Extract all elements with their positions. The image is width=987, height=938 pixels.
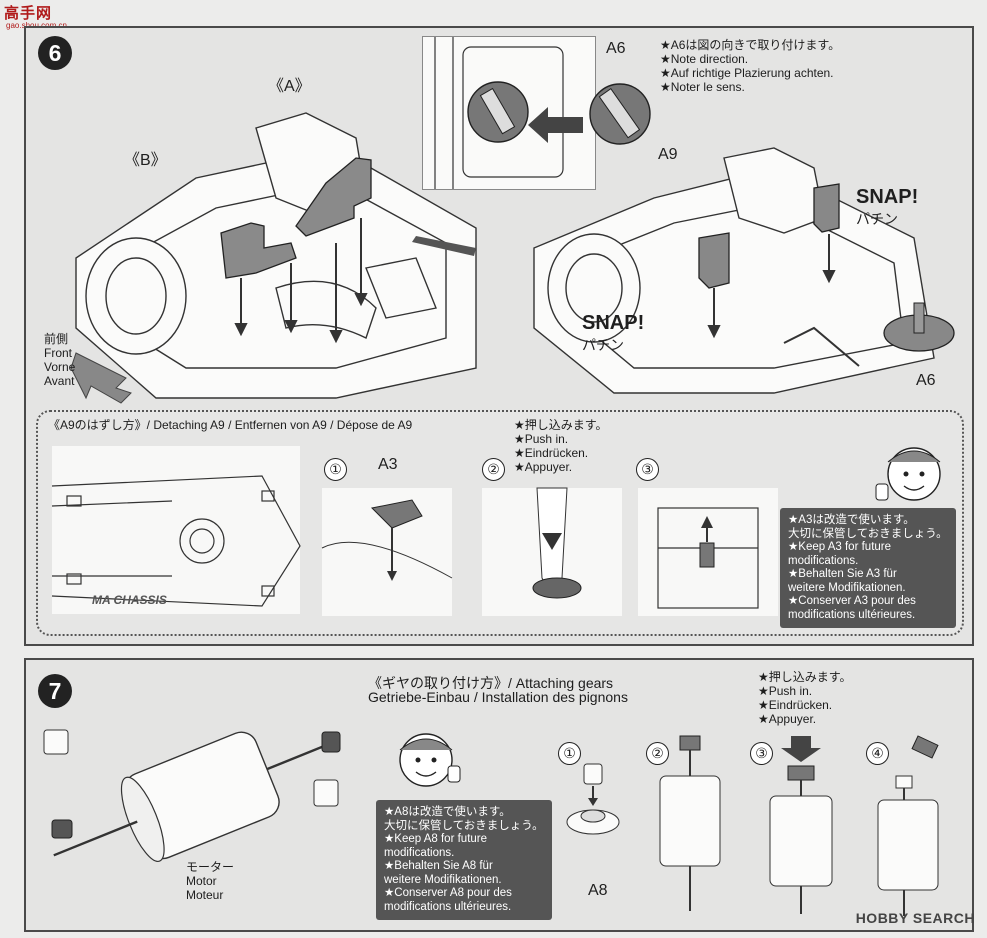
detach-step-2-illustration [482,487,622,616]
mascot-boy-icon-2 [399,733,461,787]
gear-step-3: ③ [750,742,773,765]
hobby-search-watermark: HOBBY SEARCH [855,910,975,926]
gear-step-4: ④ [866,742,889,765]
gear-step-2: ② [646,742,669,765]
detach-step-3: ③ [636,458,659,481]
motor-illustration [43,729,341,862]
detaching-a9-box: 《A9のはずし方》/ Detaching A9 / Entfernen von … [36,410,964,636]
step-7-section: 7 モーター Motor Moteur 《ギヤの取り付け方》/ Attachin… [24,658,974,932]
part-a-shape [295,157,372,237]
detach-step-1: ① [324,458,347,481]
detach-step-3-illustration [638,488,778,616]
site-logo: 高手网 gao.shou.com.cn [4,2,76,32]
mascot-boy-icon [875,447,941,501]
a6-bottom-label: A6 [916,372,936,389]
detach-step-1-illustration [321,488,453,616]
a6-direction-note: ★A6は図の向きで取り付けます。 ★Note direction. ★Auf r… [660,38,841,94]
push-in-note-step7: ★押し込みます。 ★Push in. ★Eindrücken. ★Appuyer… [758,670,852,726]
a8-label: A8 [588,882,608,899]
label-b: 《B》 [124,152,167,169]
attaching-gears-title: 《ギヤの取り付け方》/ Attaching gears Getriebe-Ein… [368,675,628,705]
logo-url: gao.shou.com.cn [6,21,67,30]
chassis-assembly-illustration-right [533,147,955,394]
step-6-section: 6 《A》 《B》 前側 Front Vorne [24,26,974,646]
gear-step-2-illustration [659,735,721,911]
a9-label: A9 [658,146,678,163]
a6-part-shape [589,83,651,145]
gear-step-1: ① [558,742,581,765]
inset-a6-label: A6 [606,40,626,57]
push-in-note-step6: ★押し込みます。 ★Push in. ★Eindrücken. ★Appuyer… [514,418,608,474]
front-direction-label: 前側 Front Vorne Avant [44,332,76,388]
step-6-number: 6 [38,36,72,70]
ma-chassis-top-view: MA CHASSIS [51,446,301,614]
keep-a8-info-box: ★A8は改造で使います。 大切に保管しておきましょう。 ★Keep A8 for… [376,800,552,920]
chassis-assembly-illustration-left [70,112,477,404]
detaching-a9-title: 《A9のはずし方》/ Detaching A9 / Entfernen von … [48,418,413,432]
snap-right-label: SNAP! パチン [856,186,919,227]
logo-word: 高手网 [4,5,53,22]
snap-left-label: SNAP! パチン [582,312,645,353]
gear-step-4-illustration [877,735,939,916]
a3-label: A3 [378,456,398,473]
part-b-shape [220,222,297,279]
chassis-logo-text: MA CHASSIS [92,593,167,607]
label-a: 《A》 [268,78,311,95]
step-7-number: 7 [38,674,72,708]
motor-label: モーター Motor Moteur [186,860,235,902]
gear-step-3-illustration [769,736,833,914]
detach-step-2: ② [482,458,505,481]
gear-step-1-illustration [566,763,620,835]
keep-a3-info-box: ★A3は改造で使います。 大切に保管しておきましょう。 ★Keep A3 for… [780,508,956,628]
